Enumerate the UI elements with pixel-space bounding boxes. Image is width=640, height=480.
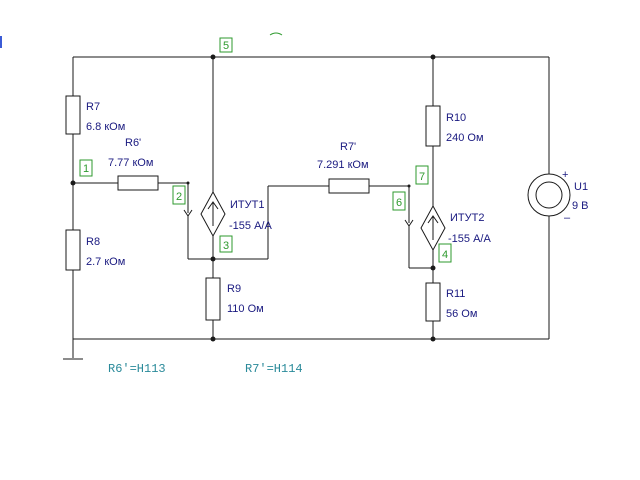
resistor-r9 (205, 277, 221, 321)
resistor-r8 (65, 229, 81, 271)
r7-value: 6.8 кОм (86, 121, 125, 133)
resistor-r7 (65, 95, 81, 135)
junction-dot (210, 54, 216, 60)
node-label-5: 5 (223, 40, 229, 52)
r6p-value: 7.77 кОм (108, 157, 153, 169)
cursor-mark-icon (269, 32, 283, 36)
node-label-4: 4 (442, 249, 448, 261)
node-box-4 (438, 243, 452, 263)
r7p-name: R7' (340, 141, 356, 153)
itut2-arrow-head (427, 215, 439, 224)
r9-value: 110 Ом (227, 303, 264, 315)
node-box-1 (79, 159, 93, 177)
resistor-r10 (425, 105, 441, 147)
u1-plus: + (562, 169, 568, 181)
node-box-6 (392, 191, 406, 211)
r10-value: 240 Ом (446, 132, 484, 144)
r11-value: 56 Ом (446, 308, 477, 320)
junction-dot (430, 336, 436, 342)
r8-name: R8 (86, 236, 100, 248)
node-box-2 (172, 185, 186, 205)
r8-value: 2.7 кОм (86, 256, 125, 268)
resistor-r11 (425, 282, 441, 322)
voltage-source-inner-icon (535, 181, 563, 209)
node-box-5 (219, 37, 233, 53)
junction-dot (430, 265, 436, 271)
r7p-value: 7.291 кОм (317, 159, 369, 171)
node-box-7 (415, 165, 429, 185)
window-edge-marker (0, 36, 2, 48)
u1-value: 9 В (572, 200, 589, 212)
u1-minus: – (564, 212, 571, 224)
pin-dot (186, 181, 190, 185)
resistor-r7p (328, 178, 370, 194)
node-label-7: 7 (419, 171, 425, 183)
r9-name: R9 (227, 283, 241, 295)
r11-name: R11 (446, 288, 465, 300)
junction-dot (430, 54, 436, 60)
u1-name: U1 (574, 181, 588, 193)
r6p-name: R6' (125, 137, 141, 149)
itut1-arrow-head (207, 201, 219, 210)
r6p-note: R6'=H113 (108, 362, 166, 376)
r10-name: R10 (446, 112, 466, 124)
itut1-name: ИТУТ1 (230, 199, 264, 211)
r7p-note: R7'=H114 (245, 362, 303, 376)
itut1-value: -155 А/А (229, 220, 272, 232)
node-box-3 (219, 235, 233, 253)
r7-name: R7 (86, 101, 100, 113)
node-label-6: 6 (396, 197, 402, 209)
pin-dot (407, 184, 411, 188)
itut2-value: -155 А/А (448, 233, 491, 245)
node-label-2: 2 (176, 191, 182, 203)
resistor-r6p (117, 175, 159, 191)
voltage-source-u1-icon (527, 173, 571, 217)
junction-dot (210, 256, 216, 262)
node-label-1: 1 (83, 163, 89, 175)
node-label-3: 3 (223, 240, 229, 252)
junction-dot (210, 336, 216, 342)
itut2-name: ИТУТ2 (450, 212, 484, 224)
junction-dot (70, 180, 76, 186)
